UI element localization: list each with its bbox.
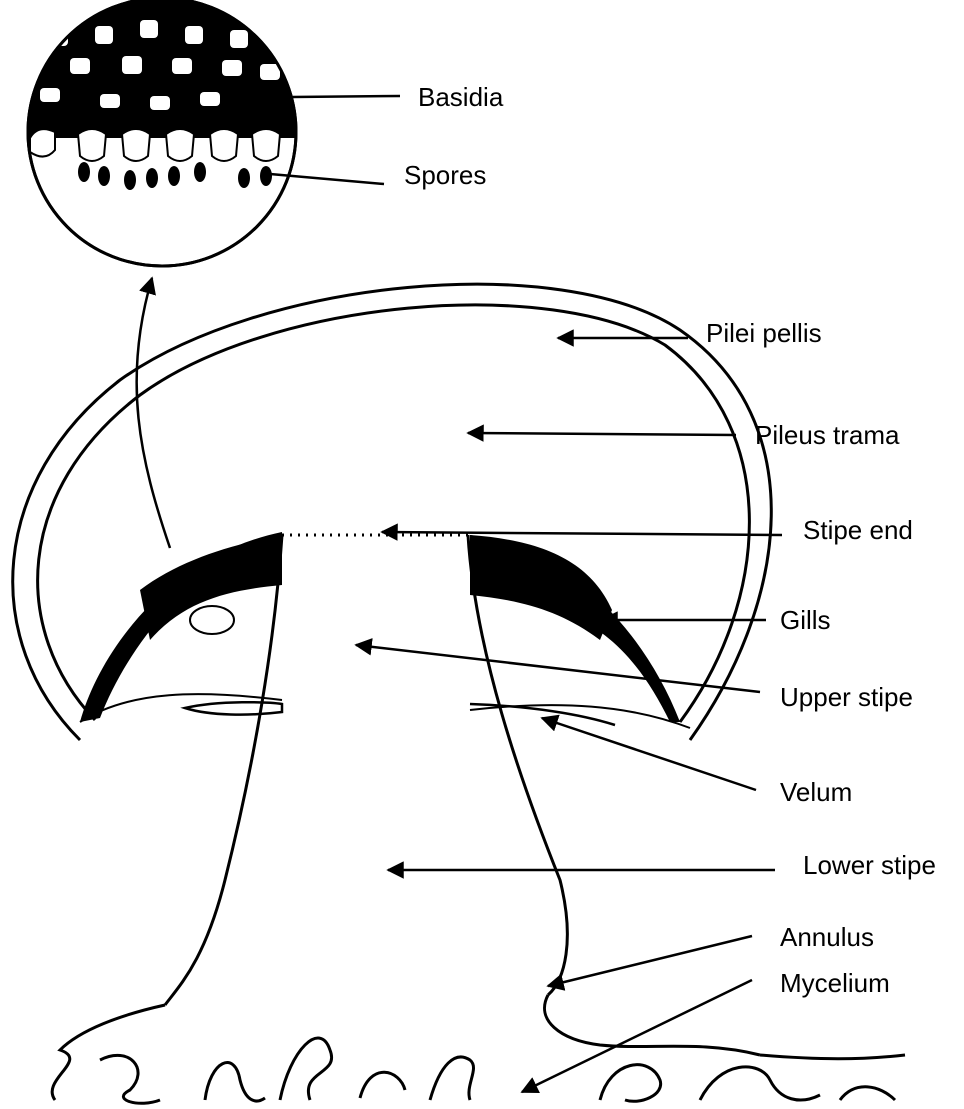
label-pileus-trama: Pileus trama: [755, 422, 900, 448]
pointer-annulus: [548, 936, 752, 986]
label-spores: Spores: [404, 162, 486, 188]
pointer-pileus-trama: [468, 433, 736, 435]
mushroom-stipe: [165, 535, 567, 1005]
pointer-basidia: [292, 96, 400, 97]
pointer-velum: [542, 718, 756, 790]
label-lower-stipe: Lower stipe: [803, 852, 936, 878]
label-basidia: Basidia: [418, 84, 503, 110]
label-upper-stipe: Upper stipe: [780, 684, 913, 710]
label-pilei-pellis: Pilei pellis: [706, 320, 822, 346]
label-annulus: Annulus: [780, 924, 874, 950]
cap-outer-outline: [13, 284, 772, 740]
mushroom-cap: [13, 284, 772, 740]
pointer-mycelium: [522, 980, 752, 1092]
basidia-magnified-inset: [20, 0, 310, 266]
pointer-gills-to-inset: [137, 278, 170, 548]
label-stipe-end: Stipe end: [803, 517, 913, 543]
label-velum: Velum: [780, 779, 852, 805]
gills: [80, 532, 690, 728]
label-mycelium: Mycelium: [780, 970, 890, 996]
pointer-upper-stipe: [356, 645, 760, 692]
mycelium: [52, 995, 905, 1103]
label-gills: Gills: [780, 607, 831, 633]
